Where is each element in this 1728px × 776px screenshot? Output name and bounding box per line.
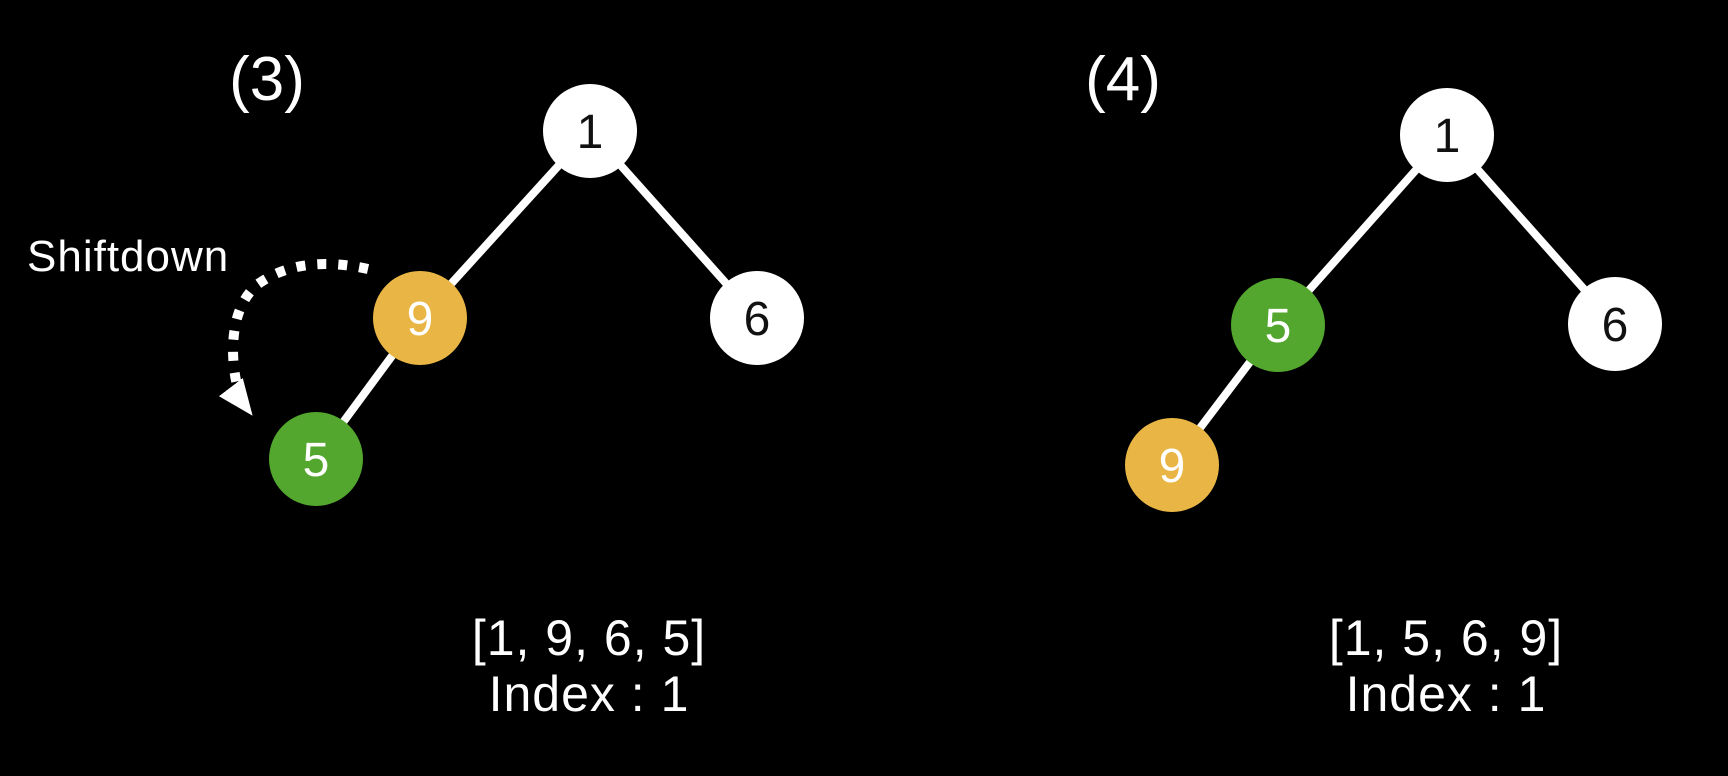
node-value: 5 <box>1265 300 1292 353</box>
shiftdown-label: Shiftdown <box>27 232 229 281</box>
tree-node-1 <box>543 84 637 178</box>
index-caption: Index : 1 <box>1346 666 1547 722</box>
tree-node-6 <box>710 271 804 365</box>
tree-node-5 <box>269 412 363 506</box>
node-value: 9 <box>1159 440 1186 493</box>
node-value: 6 <box>744 293 771 346</box>
node-value: 6 <box>1602 299 1629 352</box>
tree-node-6 <box>1568 277 1662 371</box>
node-value: 1 <box>577 106 604 159</box>
tree-diagram-2: (4) 1 5 6 9 [1, 5, 6, 9]Index : 1 <box>1085 45 1662 722</box>
index-caption: Index : 1 <box>489 666 690 722</box>
node-value: 9 <box>407 293 434 346</box>
node-value: 5 <box>303 434 330 487</box>
step-label: (3) <box>229 45 305 114</box>
tree-node-1 <box>1400 88 1494 182</box>
tree-diagram-1: Shiftdown (3) 1 9 6 5 [1, 9, 6, 5]Index : 1 <box>27 45 804 722</box>
array-caption: [1, 9, 6, 5] <box>472 610 706 666</box>
tree-node-9 <box>1125 418 1219 512</box>
node-value: 1 <box>1434 110 1461 163</box>
step-label: (4) <box>1085 45 1161 114</box>
tree-node-9 <box>373 271 467 365</box>
array-caption: [1, 5, 6, 9] <box>1329 610 1563 666</box>
tree-node-5 <box>1231 278 1325 372</box>
